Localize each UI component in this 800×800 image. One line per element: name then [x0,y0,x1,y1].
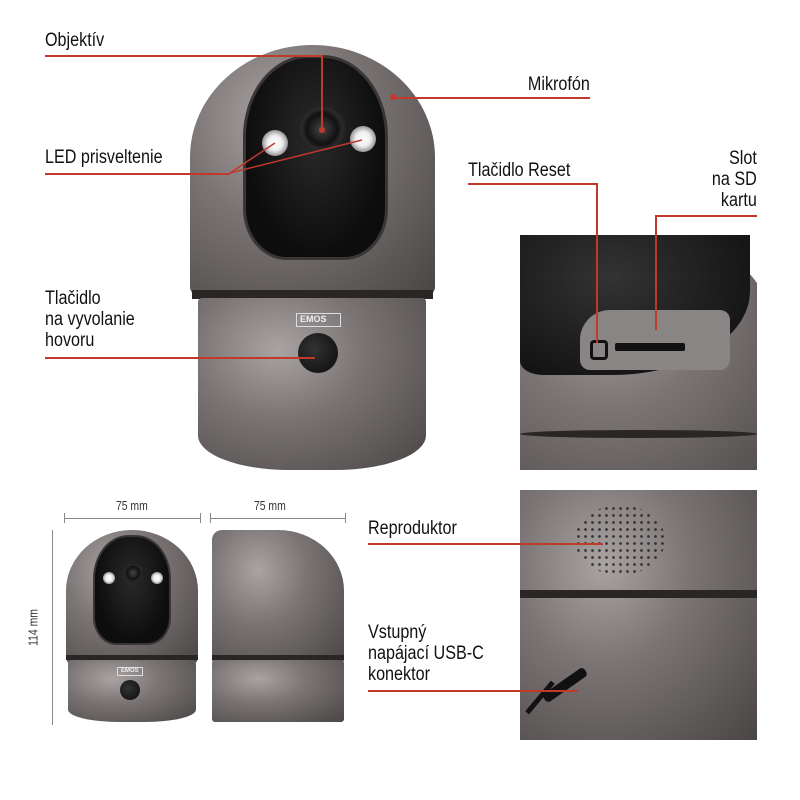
label-line: na SD [712,169,757,190]
dimension-width-side: 75 mm [253,498,286,513]
camera-front-window [243,55,388,260]
dimension-height: 114 mm [25,609,41,646]
label-line: na vyvolanie [45,309,135,330]
sd-slot [615,343,685,351]
label-mikrofon: Mikrofón [528,74,590,95]
label-line: napájací USB-C [368,643,484,664]
label-speaker: Reproduktor [368,518,457,539]
speaker-grille [575,505,665,575]
dimension-width-front: 75 mm [115,498,148,513]
call-button [298,333,338,373]
brand-logo-small: EMOS [117,667,143,676]
closeup-reset-sd-photo [520,235,757,470]
label-line: konektor [368,664,430,685]
label-line: kartu [721,190,757,211]
label-reset: Tlačidlo Reset [468,160,571,181]
label-line: hovoru [45,330,95,351]
label-led: LED prisveltenie [45,147,163,168]
reset-button [590,340,608,360]
closeup-speaker-usb-photo [520,490,757,740]
brand-logo: EMOS [296,313,341,327]
label-line: Vstupný [368,622,427,643]
led-right [350,126,376,152]
label-sd-slot: Slot na SD kartu [712,148,757,211]
label-call-button: Tlačidlo na vyvolanie hovoru [45,288,135,351]
label-objektiv: Objektív [45,30,105,51]
label-usb: Vstupný napájací USB-C konektor [368,622,484,685]
label-line: Slot [729,148,757,169]
label-line: Tlačidlo [45,288,101,309]
